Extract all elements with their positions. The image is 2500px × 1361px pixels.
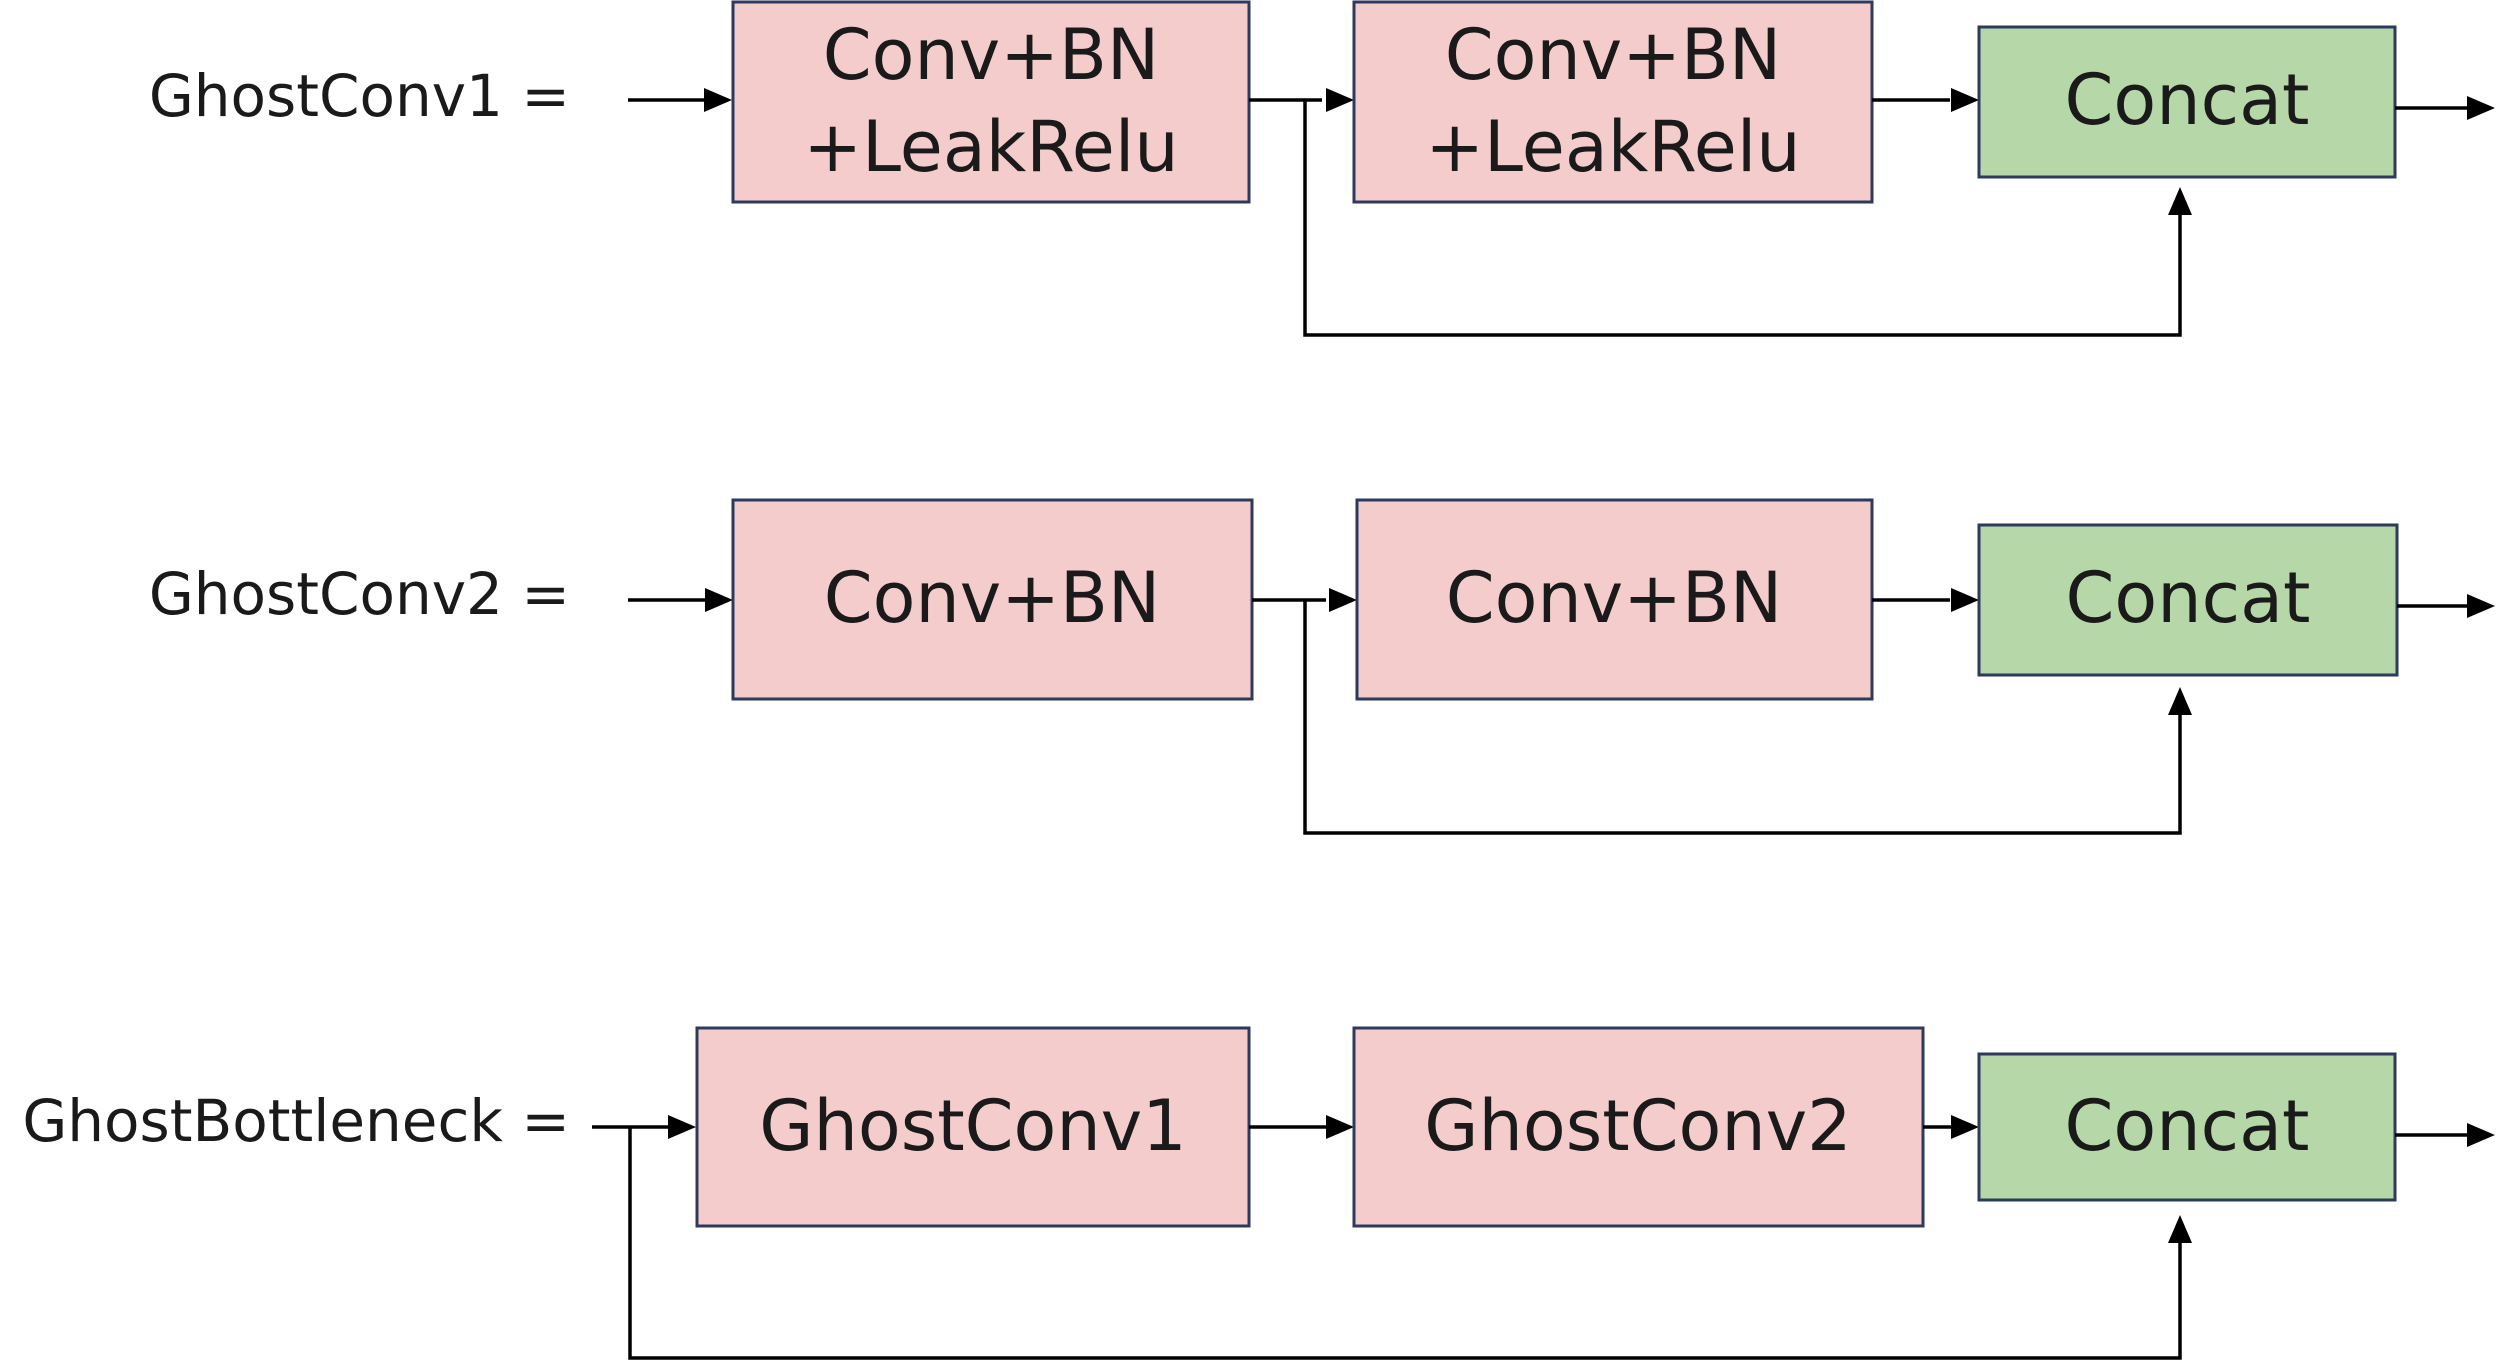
ghostbottleneck-input-arrowhead xyxy=(668,1115,696,1139)
ghostbottleneck-skip-arrowhead xyxy=(2168,1215,2192,1243)
ghostconv2-skip-arrowhead xyxy=(2168,687,2192,715)
ghostconv1-arrow-2-concat-head xyxy=(1951,88,1979,112)
concat-label: Concat xyxy=(2066,557,2311,639)
ghostconv2-arrow-2-concat-head xyxy=(1951,588,1979,612)
ghostconv2-conv-bn-block-2: Conv+BN xyxy=(1355,498,1874,701)
ghostbottleneck-arrow-1-2-head xyxy=(1326,1115,1354,1139)
ghostconv1-label: GhostConv1 = xyxy=(149,62,570,130)
ghostconv1-output-arrowhead xyxy=(2467,96,2495,120)
concat-label: Concat xyxy=(2065,59,2310,141)
ghostconv1-concat-block: Concat xyxy=(1977,25,2397,179)
ghostbottleneck-concat-block: Concat xyxy=(1977,1052,2397,1202)
ghostbottleneck-ghostconv1-block: GhostConv1 xyxy=(695,1026,1251,1228)
ghostconv2-arrow-1-2-head xyxy=(1329,588,1357,612)
ghostconv1-conv-bn-leakrelu-block-2: Conv+BN +LeakRelu xyxy=(1352,0,1874,204)
block-label-line-1: GhostConv2 xyxy=(1424,1085,1851,1167)
block-label-line-2: +LeakRelu xyxy=(803,106,1178,188)
ghostbottleneck-ghostconv2-block: GhostConv2 xyxy=(1352,1026,1925,1228)
ghostconv1-conv-bn-leakrelu-block-1: Conv+BN +LeakRelu xyxy=(731,0,1251,204)
ghostconv2-output-arrowhead xyxy=(2467,594,2495,618)
block-label-line-2: +LeakRelu xyxy=(1425,106,1800,188)
ghostbottleneck-arrow-2-concat-head xyxy=(1951,1115,1979,1139)
ghostconv2-label: GhostConv2 = xyxy=(149,560,570,628)
block-label-line-1: Conv+BN xyxy=(824,557,1161,639)
ghostconv2-skip-connection xyxy=(1303,600,2182,835)
block-label-line-1: Conv+BN xyxy=(823,14,1160,96)
ghostconv2-input-arrowhead xyxy=(705,588,733,612)
ghostbottleneck-output-arrowhead xyxy=(2467,1123,2495,1147)
ghostconv2-row: GhostConv2 = Conv+BN Conv+BN Concat xyxy=(149,498,2495,835)
block-label-line-1: GhostConv1 xyxy=(759,1085,1186,1167)
ghostbottleneck-skip-connection xyxy=(628,1127,2182,1360)
block-label-line-1: Conv+BN xyxy=(1446,557,1783,639)
ghostbottleneck-label: GhostBottleneck = xyxy=(22,1087,570,1155)
ghostconv1-input-arrowhead xyxy=(704,88,732,112)
concat-label: Concat xyxy=(2065,1085,2310,1167)
block-label-line-1: Conv+BN xyxy=(1445,14,1782,96)
ghostconv2-concat-block: Concat xyxy=(1977,523,2399,677)
ghostconv2-conv-bn-block-1: Conv+BN xyxy=(731,498,1254,701)
ghostconv1-skip-connection xyxy=(1303,100,2182,337)
ghostbottleneck-row: GhostBottleneck = GhostConv1 GhostConv2 … xyxy=(22,1026,2495,1360)
ghostconv1-skip-arrowhead xyxy=(2168,187,2192,215)
ghostconv1-row: GhostConv1 = Conv+BN +LeakRelu Conv+BN +… xyxy=(149,0,2495,337)
ghostconv1-arrow-1-2-head xyxy=(1326,88,1354,112)
